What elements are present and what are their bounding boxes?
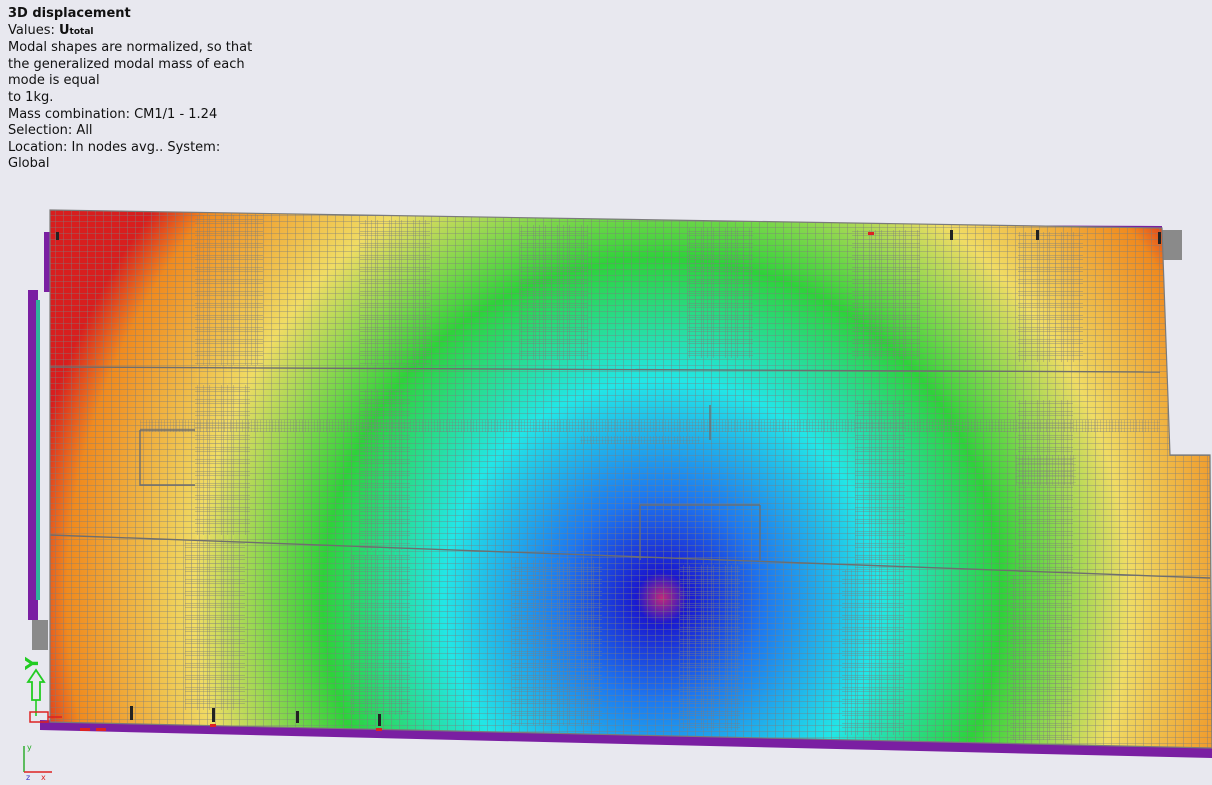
slab-outline: [49, 209, 1212, 749]
mesh-strip: [520, 225, 588, 360]
result-title: 3D displacement: [8, 6, 131, 21]
beam-band: [140, 420, 1160, 432]
mesh-strip: [680, 565, 740, 730]
selection-text: Selection: All: [8, 123, 93, 139]
note-line: Modal shapes are normalized, so that: [8, 40, 253, 56]
beam-band: [1016, 455, 1076, 485]
mesh-strip: [852, 230, 920, 358]
axis-triad: y x z: [23, 743, 52, 782]
values-line: Values: Utotal: [8, 23, 270, 41]
result-info-panel: 3D displacement Values: Utotal Modal sha…: [8, 6, 270, 173]
support-left-teal: [36, 300, 40, 600]
wall-block-left: [32, 620, 48, 650]
support-bottom-edge: [40, 720, 1212, 758]
location-text: Global: [8, 156, 50, 172]
values-prefix: Values:: [8, 22, 59, 38]
mesh-strip: [688, 228, 753, 358]
mass-combination: Mass combination: CM1/1 - 1.24: [8, 106, 218, 122]
mesh-strip: [842, 570, 904, 735]
mesh-strip: [512, 560, 602, 725]
note-line: mode is equal: [8, 73, 100, 89]
mesh-strip: [1018, 232, 1083, 362]
values-symbol: U: [58, 22, 70, 38]
mesh-strip: [360, 220, 430, 365]
global-y-label: Y: [22, 656, 43, 671]
edge-markers-red: [80, 232, 874, 731]
note-line: to 1kg.: [8, 89, 54, 105]
mesh-strip: [1010, 575, 1072, 740]
support-left-edge: [28, 290, 38, 620]
location-text: Location: In nodes avg.. System:: [8, 139, 221, 155]
mesh-strip: [195, 385, 250, 535]
mesh-strip: [360, 390, 410, 550]
values-subscript: total: [69, 26, 94, 37]
triad-y-label: y: [27, 743, 32, 752]
mesh-strip: [195, 215, 263, 365]
wall-block-top-right: [1160, 230, 1182, 260]
note-line: the generalized modal mass of each: [8, 56, 245, 72]
support-left-edge-upper: [44, 232, 50, 292]
triad-x-label: x: [41, 773, 46, 782]
global-y-arrow: Y: [22, 656, 62, 723]
mesh-strip: [350, 555, 410, 715]
structural-lines: [50, 366, 1211, 579]
mesh-strip: [185, 540, 245, 710]
beam-band: [580, 436, 700, 444]
slab-contour: [50, 210, 1212, 748]
edge-markers: [56, 230, 1161, 726]
triad-z-label: z: [26, 773, 30, 782]
